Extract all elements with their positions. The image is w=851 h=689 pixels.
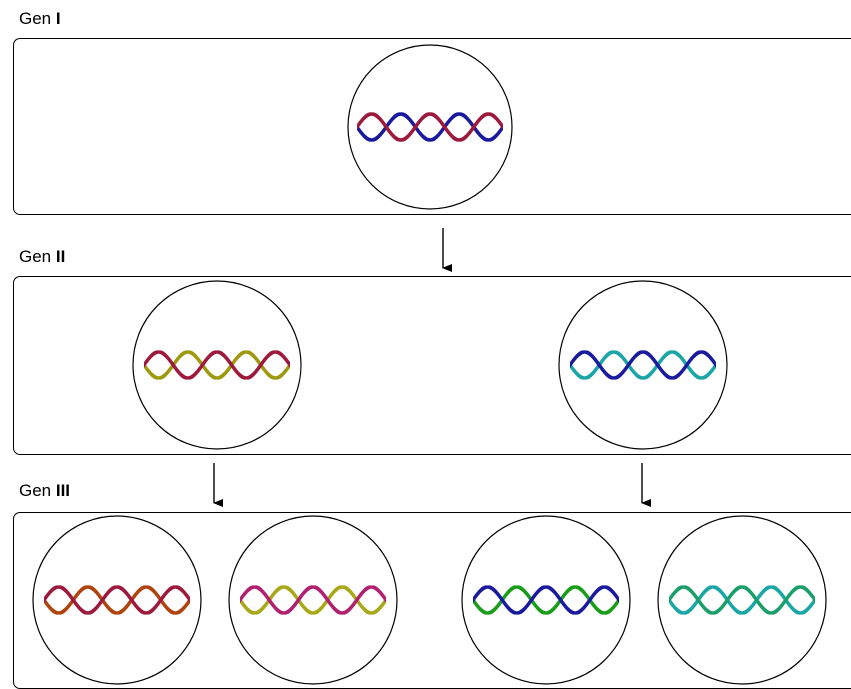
- gen-label-3-numeral: III: [55, 481, 71, 500]
- dna-strand-2: [473, 585, 619, 615]
- gen-label-1-prefix: Gen: [19, 9, 56, 28]
- cell-6: [461, 515, 631, 685]
- cell-5-membrane: [228, 515, 398, 685]
- dna-strand-2: [357, 112, 503, 142]
- dna-strand-1: [473, 585, 619, 615]
- dna-helix-icon: [44, 585, 190, 615]
- dna-strand-2: [570, 350, 716, 380]
- dna-helix-icon: [240, 585, 386, 615]
- dna-helix-icon: [473, 585, 619, 615]
- gen-label-1: Gen I: [19, 9, 61, 29]
- dna-helix-icon: [144, 350, 290, 380]
- dna-strand-1: [144, 350, 290, 380]
- gen-label-1-numeral: I: [55, 9, 61, 28]
- cell-6-membrane: [461, 515, 631, 685]
- gen-label-3: Gen III: [19, 481, 70, 501]
- dna-strand-1: [669, 585, 815, 615]
- cell-7-membrane: [657, 515, 827, 685]
- dna-strand-1: [570, 350, 716, 380]
- cell-5: [228, 515, 398, 685]
- cell-3-membrane: [558, 280, 728, 450]
- dna-strand-1: [240, 585, 386, 615]
- cell-2-membrane: [132, 280, 302, 450]
- gen-label-3-prefix: Gen: [19, 481, 56, 500]
- cell-3: [558, 280, 728, 450]
- gen-label-2: Gen II: [19, 247, 65, 267]
- cell-7: [657, 515, 827, 685]
- cell-2: [132, 280, 302, 450]
- dna-strand-2: [669, 585, 815, 615]
- cell-4-membrane: [32, 515, 202, 685]
- dna-helix-icon: [669, 585, 815, 615]
- gen-label-2-prefix: Gen: [19, 247, 56, 266]
- gen-label-2-numeral: II: [55, 247, 66, 266]
- cell-1: [347, 44, 513, 210]
- dna-strand-2: [144, 350, 290, 380]
- dna-strand-2: [240, 585, 386, 615]
- dna-strand-1: [44, 585, 190, 615]
- dna-strand-2: [44, 585, 190, 615]
- cell-1-membrane: [347, 44, 513, 210]
- dna-strand-1: [357, 112, 503, 142]
- dna-helix-icon: [570, 350, 716, 380]
- dna-helix-icon: [357, 112, 503, 142]
- cell-4: [32, 515, 202, 685]
